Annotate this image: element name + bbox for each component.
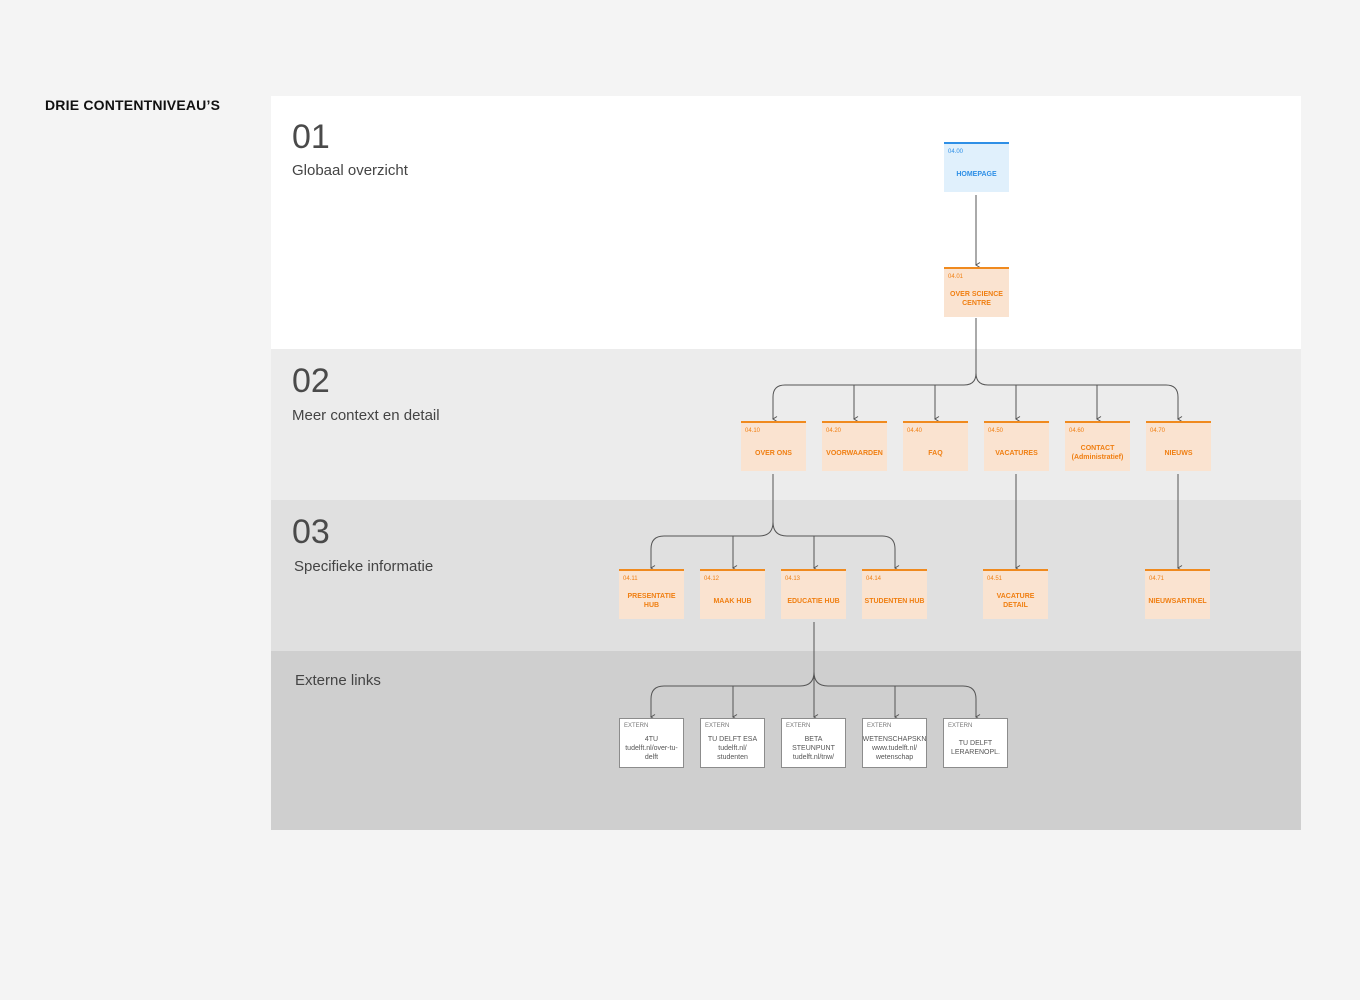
node-studenten-hub[interactable]: 04.14 STUDENTEN HUB bbox=[862, 569, 927, 619]
node-label: TU DELFT LERARENOPL. bbox=[944, 729, 1007, 767]
node-label: OVER SCIENCE CENTRE bbox=[950, 291, 1003, 307]
node-label: FAQ bbox=[928, 449, 943, 457]
node-code: 04.11 bbox=[623, 576, 638, 582]
page-title: DRIE CONTENTNIVEAU’S bbox=[45, 97, 221, 113]
node-voorwaarden[interactable]: 04.20 VOORWAARDEN bbox=[822, 421, 887, 471]
node-contact[interactable]: 04.60 CONTACT (Administratief) bbox=[1065, 421, 1130, 471]
node-code: EXTERN bbox=[786, 723, 811, 729]
node-over-ons[interactable]: 04.10 OVER ONS bbox=[741, 421, 806, 471]
node-label: NIEUWSARTIKEL bbox=[1148, 597, 1207, 605]
node-homepage[interactable]: 04.00 HOMEPAGE bbox=[944, 142, 1009, 192]
external-title: 4TU bbox=[644, 735, 659, 743]
node-code: EXTERN bbox=[624, 723, 649, 729]
node-code: 04.70 bbox=[1150, 428, 1166, 434]
node-code: 04.12 bbox=[704, 576, 720, 582]
node-label: VACATURE DETAIL bbox=[996, 593, 1035, 609]
node-code: EXTERN bbox=[705, 723, 730, 729]
level-1-number: 01 bbox=[292, 118, 330, 156]
node-label: NIEUWS bbox=[1164, 449, 1193, 457]
level-1-band: 01 Globaal overzicht bbox=[271, 96, 1301, 349]
level-2-label: Meer context en detail bbox=[292, 407, 440, 424]
connector-lines bbox=[650, 195, 1183, 720]
level-3-label: Specifieke informatie bbox=[294, 558, 434, 575]
node-label: VOORWAARDEN bbox=[826, 449, 883, 457]
node-code: 04.60 bbox=[1069, 428, 1085, 434]
level-2-number: 02 bbox=[292, 362, 330, 400]
node-maak-hub[interactable]: 04.12 MAAK HUB bbox=[700, 569, 765, 619]
node-code: 04.14 bbox=[866, 576, 882, 582]
level-1-label: Globaal overzicht bbox=[292, 162, 408, 179]
node-over-science-centre[interactable]: 04.01 OVER SCIENCE CENTRE bbox=[944, 267, 1009, 317]
node-label: VACATURES bbox=[995, 449, 1038, 457]
node-code: 04.50 bbox=[988, 428, 1004, 434]
node-label: CONTACT (Administratief) bbox=[1071, 445, 1124, 461]
node-code: 04.20 bbox=[826, 428, 842, 434]
node-nieuwsartikel[interactable]: 04.71 NIEUWSARTIKEL bbox=[1145, 569, 1210, 619]
level-3-number: 03 bbox=[292, 513, 330, 551]
node-educatie-hub[interactable]: 04.13 EDUCATIE HUB bbox=[781, 569, 846, 619]
external-url: tudelft.nl/ studenten bbox=[717, 744, 748, 761]
external-title: BETA STEUNPUNT bbox=[792, 735, 835, 752]
node-label: HOMEPAGE bbox=[956, 170, 997, 178]
node-code: 04.51 bbox=[987, 576, 1003, 582]
node-label: MAAK HUB bbox=[713, 597, 752, 605]
external-links-label: Externe links bbox=[295, 672, 381, 689]
external-url: tudelft.nl/over-tu-delft bbox=[625, 744, 678, 761]
node-faq[interactable]: 04.40 FAQ bbox=[903, 421, 968, 471]
node-code: 04.01 bbox=[948, 274, 964, 280]
external-url: tudelft.nl/tnw/ bbox=[792, 753, 835, 761]
node-code: 04.71 bbox=[1149, 576, 1165, 582]
node-vacature-detail[interactable]: 04.51 VACATURE DETAIL bbox=[983, 569, 1048, 619]
node-code: 04.13 bbox=[785, 576, 801, 582]
external-title: WETENSCHAPSKN bbox=[862, 735, 927, 743]
node-vacatures[interactable]: 04.50 VACATURES bbox=[984, 421, 1049, 471]
node-label: OVER ONS bbox=[755, 449, 792, 457]
node-label: PRESENTATIE HUB bbox=[627, 593, 676, 609]
external-title: TU DELFT ESA bbox=[707, 735, 758, 743]
node-code: EXTERN bbox=[948, 723, 973, 729]
sitemap-panel: 01 Globaal overzicht 02 Meer context en … bbox=[271, 96, 1301, 830]
external-url: www.tudelft.nl/ wetenschap bbox=[871, 744, 918, 761]
node-code: 04.10 bbox=[745, 428, 761, 434]
node-presentatie-hub[interactable]: 04.11 PRESENTATIE HUB bbox=[619, 569, 684, 619]
node-code: EXTERN bbox=[867, 723, 892, 729]
node-nieuws[interactable]: 04.70 NIEUWS bbox=[1146, 421, 1211, 471]
node-label: EDUCATIE HUB bbox=[787, 597, 840, 605]
external-title: TU DELFT LERARENOPL. bbox=[950, 740, 1001, 756]
external-link-tu-delft-lerarenopl[interactable]: EXTERN TU DELFT LERARENOPL. bbox=[943, 718, 1008, 768]
node-code: 04.00 bbox=[948, 149, 964, 155]
node-code: 04.40 bbox=[907, 428, 923, 434]
node-label: STUDENTEN HUB bbox=[864, 597, 925, 605]
